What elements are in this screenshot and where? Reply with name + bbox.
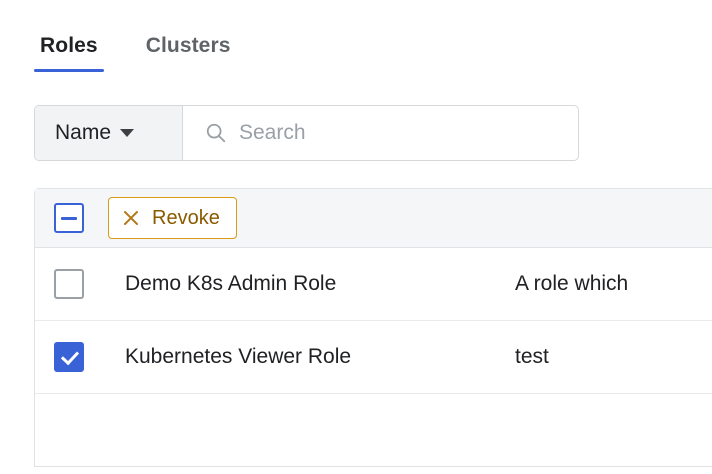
table-toolbar: Revoke bbox=[35, 189, 712, 248]
tab-roles-label: Roles bbox=[40, 34, 98, 57]
tab-roles[interactable]: Roles bbox=[34, 34, 104, 72]
select-all-checkbox[interactable] bbox=[54, 203, 84, 233]
revoke-button-label: Revoke bbox=[152, 206, 220, 229]
row-checkbox[interactable] bbox=[54, 269, 84, 299]
role-description: test bbox=[515, 345, 549, 368]
filter-field-select[interactable]: Name bbox=[35, 106, 183, 160]
filter-bar: Name bbox=[34, 105, 579, 161]
roles-table: Revoke Demo K8s Admin Role A role which … bbox=[34, 188, 712, 467]
search-input[interactable] bbox=[239, 121, 578, 145]
chevron-down-icon bbox=[120, 129, 135, 137]
tab-bar: Roles Clusters bbox=[0, 0, 712, 72]
search-area[interactable] bbox=[183, 106, 578, 160]
filter-field-label: Name bbox=[55, 121, 112, 144]
search-icon bbox=[206, 123, 226, 143]
role-name: Kubernetes Viewer Role bbox=[125, 345, 352, 368]
row-checkbox[interactable] bbox=[54, 342, 84, 372]
role-name: Demo K8s Admin Role bbox=[125, 272, 337, 295]
role-description: A role which bbox=[515, 272, 629, 295]
close-x-icon bbox=[124, 211, 138, 225]
revoke-button[interactable]: Revoke bbox=[108, 197, 237, 239]
table-row[interactable]: Kubernetes Viewer Role test bbox=[35, 321, 712, 394]
tab-clusters-label: Clusters bbox=[145, 34, 231, 57]
table-row[interactable]: Demo K8s Admin Role A role which bbox=[35, 248, 712, 321]
tab-clusters[interactable]: Clusters bbox=[140, 34, 237, 72]
table-row[interactable] bbox=[35, 394, 712, 466]
